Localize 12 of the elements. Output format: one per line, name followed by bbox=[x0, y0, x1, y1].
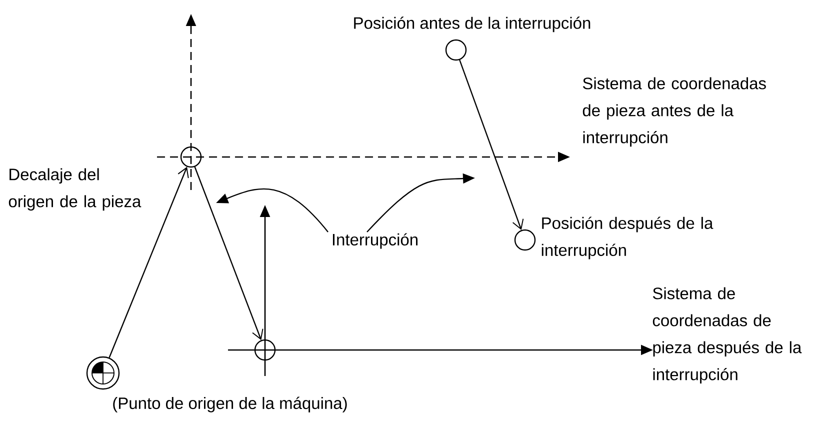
point-circle bbox=[254, 339, 276, 361]
point-label: Posición antes de la interrupción bbox=[354, 16, 590, 32]
point-label: Posición después de la interrupción bbox=[542, 216, 714, 260]
arrow bbox=[459, 60, 524, 230]
arrow bbox=[194, 166, 264, 340]
point-circle bbox=[180, 146, 202, 168]
point-label: (Punto de origen de la máquina) bbox=[113, 396, 347, 412]
text-label: Decalaje del origen de la pieza bbox=[8, 168, 142, 211]
text-label: Sistema de coordenadas de pieza antes de la interrupción bbox=[582, 77, 766, 147]
arrow bbox=[108, 166, 189, 358]
text-label: Sistema de coordenadas de pieza después de la interrupción bbox=[652, 287, 802, 384]
interruption-label: Interrupción bbox=[329, 231, 421, 251]
